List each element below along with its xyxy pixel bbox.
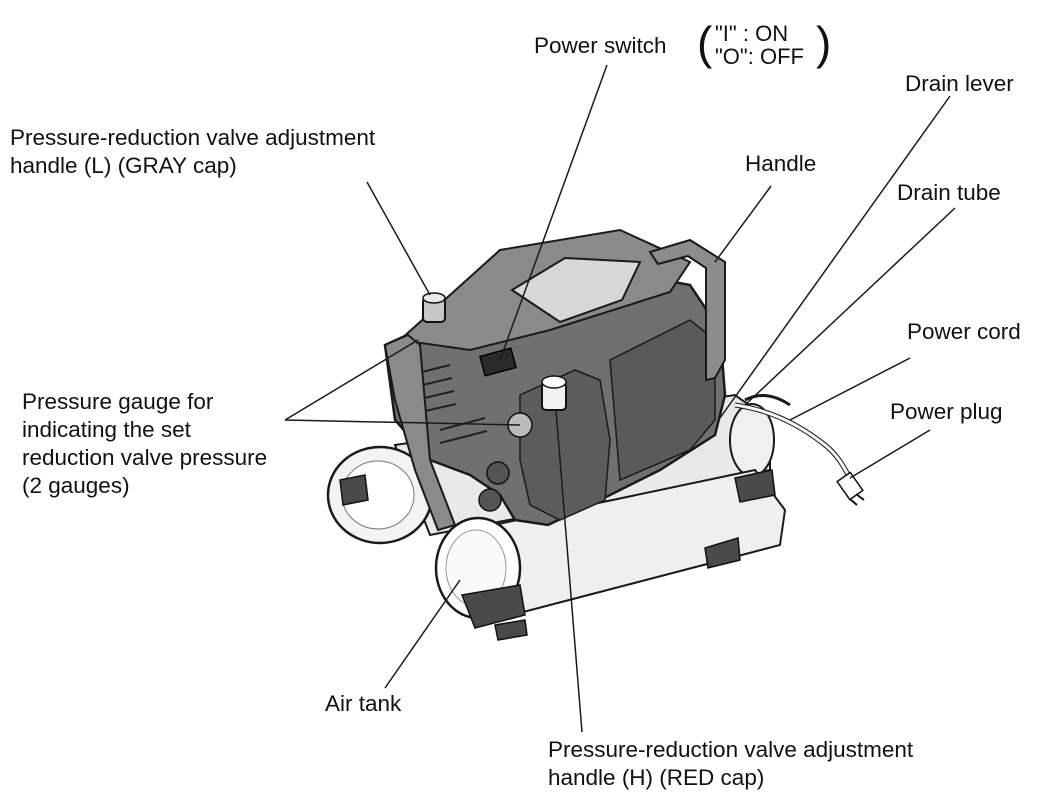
valve-h-label: Pressure-reduction valve adjustment hand…: [548, 736, 913, 792]
air-tank-label: Air tank: [325, 691, 402, 716]
leader-lines: [284, 64, 956, 733]
pressure-gauge-label: Pressure gauge for indicating the set re…: [22, 388, 267, 500]
valve-l-line-1: Pressure-reduction valve adjustment: [10, 125, 376, 150]
regulator-knob-l: [422, 292, 446, 323]
valve-h-line-2: handle (H) (RED cap): [548, 765, 765, 790]
power-switch-states: "I" : ON "O": OFF: [715, 22, 804, 68]
on-key: "I": [715, 21, 737, 46]
front-guard: [383, 333, 457, 532]
power-cord: [734, 402, 853, 480]
drain-tube-label: Drain tube: [897, 180, 1001, 205]
off-key: "O": [715, 44, 748, 69]
valve-h-line-1: Pressure-reduction valve adjustment: [548, 737, 914, 762]
carrying-handle: [648, 238, 726, 382]
switch-off-state: "O": OFF: [715, 45, 804, 68]
on-text: : ON: [742, 21, 789, 46]
off-text: : OFF: [747, 44, 804, 69]
power-plug-label: Power plug: [890, 399, 1003, 424]
power-cord-label: Power cord: [907, 319, 1021, 344]
power-plug: [836, 471, 865, 506]
drain-tube: [744, 393, 791, 407]
regulator-knob-h: [541, 375, 567, 411]
rubber-feet: [339, 469, 776, 641]
valve-l-line-2: handle (L) (GRAY cap): [10, 153, 237, 178]
power-switch-callout: Power switch ( "I" : ON "O": OFF ): [534, 17, 834, 70]
gauge-line-4: (2 gauges): [22, 473, 130, 498]
valve-l-label: Pressure-reduction valve adjustment hand…: [10, 124, 375, 180]
close-bracket: ): [816, 17, 832, 69]
gauge-line-1: Pressure gauge for: [22, 389, 214, 414]
gauge-line-2: indicating the set: [22, 417, 191, 442]
handle-label: Handle: [745, 151, 817, 176]
front-air-tank: [434, 468, 787, 620]
switch-on-state: "I" : ON: [715, 22, 804, 45]
drain-lever-label: Drain lever: [905, 71, 1014, 96]
open-bracket: (: [697, 17, 713, 69]
gauge-line-3: reduction valve pressure: [22, 445, 268, 470]
power-switch-label: Power switch: [534, 33, 667, 58]
